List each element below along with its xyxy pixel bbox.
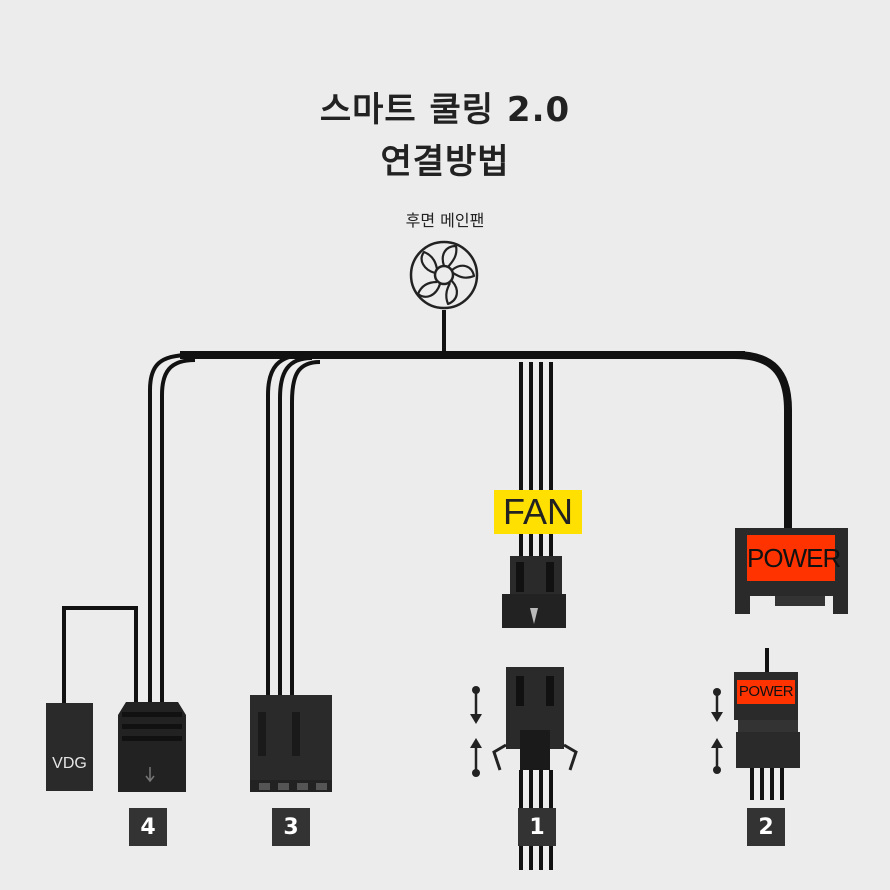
branch-2-cable <box>734 351 792 530</box>
badge-1: 1 <box>518 808 556 846</box>
badge-2: 2 <box>747 808 785 846</box>
argb-connector <box>118 702 186 792</box>
fan-connector-male <box>492 667 578 870</box>
connector-1-arrows <box>470 686 482 777</box>
power-label-small: POWER <box>737 680 795 704</box>
power-label-large: POWER <box>747 535 841 581</box>
branch-3-cable <box>266 353 321 698</box>
vdg-connector <box>46 703 93 791</box>
fan-label: FAN <box>494 490 582 534</box>
vdg-label: VDG <box>52 755 87 772</box>
page-title-line1: 스마트 쿨링 2.0 <box>319 90 571 130</box>
fan-caption: 후면 메인팬 <box>405 211 485 230</box>
fan-icon <box>409 240 479 310</box>
badge-4: 4 <box>129 808 167 846</box>
sata-power-connector-small <box>734 648 800 800</box>
fan-connector-female <box>502 556 566 628</box>
branch-4-cable <box>62 353 196 705</box>
badge-3: 3 <box>272 808 310 846</box>
connector-2-arrows <box>711 688 723 774</box>
fan-header-connector <box>250 695 332 792</box>
page-title-line2: 연결방법 <box>380 142 510 182</box>
